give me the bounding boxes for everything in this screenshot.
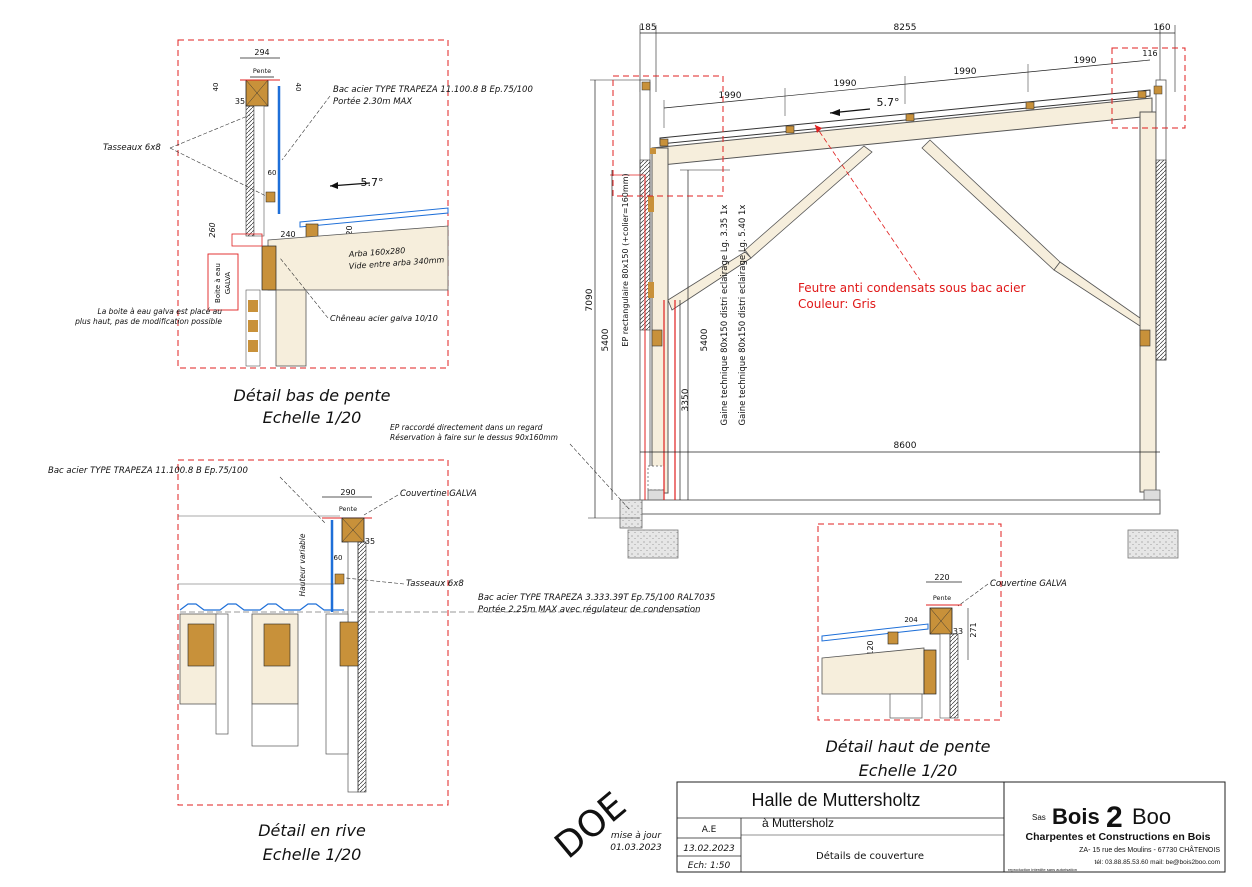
drawing-subject: Détails de couverture [816,850,924,862]
dim-116: 116 [1142,49,1157,58]
rive-bac2-2: Portée 2.25m MAX avec régulateur de cond… [478,604,700,615]
author: A.E [702,825,717,835]
label-ep: EP rectangulaire 80x150 (+colier=160mm) [621,173,630,346]
company-address: ZA- 15 rue des Moulins - 67730 CHÂTENOIS [1079,845,1220,854]
bas-dim-260: 260 [208,222,217,237]
main-section: 185 8255 160 116 1990 1990 1990 1990 5.7… [390,23,1186,559]
rive-bac-top: Bac acier TYPE TRAPEZA 11.100.8 B Ep.75/… [48,466,248,476]
dim-160: 160 [1153,23,1170,33]
dim-1990-2: 1990 [834,79,857,89]
dim-8255: 8255 [894,23,917,33]
note-feutre-1: Feutre anti condensats sous bac acier [798,281,1025,295]
bas-slope: 5.7° [361,176,384,189]
label-gaine-1: Gaine technique 80x150 distri eclairage … [720,205,730,426]
doe-stamp: DOE [547,785,634,867]
company-contact: tél: 03.88.85.53.60 mail: be@bois2boo.co… [1095,859,1220,866]
rive-dim-290: 290 [340,488,355,497]
rive-dim-60: 60 [334,554,343,562]
haut-dim-33: 33 [953,627,963,636]
bas-arba-1: Arba 160x280 [348,246,406,259]
dim-1990-3: 1990 [954,67,977,77]
bas-dim-35: 35 [235,97,245,106]
drawing-scale: Ech: 1:50 [688,861,731,871]
bas-bac-2: Portée 2.30m MAX [333,96,412,107]
company-boo: Boo [1132,804,1171,829]
haut-pente: Pente [933,594,951,602]
bas-dim-120: 120 [345,225,354,240]
dim-3350: 3350 [681,388,691,411]
rive-hauteur: Hauteur variable [298,533,307,596]
mise-a-jour-label: mise à jour [611,831,662,841]
title-block: DOE mise à jour 01.03.2023 Halle de Mutt… [547,781,1226,873]
note-ep-1: EP raccordé directement dans un regard [390,423,543,432]
company-prefix: Sas [1032,813,1046,822]
note-ep-2: Réservation à faire sur le dessus 90x160… [390,433,558,442]
haut-dim-120: 120 [866,640,875,655]
rive-tasseaux: Tasseaux 6x8 [406,579,464,589]
bas-dim-294: 294 [254,48,269,57]
bas-scale: Echelle 1/20 [263,408,362,427]
bas-dim-40a: 40 [212,83,220,92]
company-tagline: Charpentes et Constructions en Bois [1026,831,1211,843]
company-bois: Bois [1052,804,1100,829]
rive-title: Détail en rive [258,821,366,840]
dim-5400-left: 5400 [601,328,611,351]
haut-couvertine: Couvertine GALVA [990,579,1067,589]
bas-dim-40b: 40 [294,83,302,92]
project-title: Halle de Muttersholtz [751,790,920,810]
bas-boite-1: Boite à eau [214,263,222,303]
bas-pente: Pente [253,67,271,75]
haut-scale: Echelle 1/20 [859,761,958,780]
drawing-date: 13.02.2023 [683,844,735,854]
company-2: 2 [1106,801,1123,834]
dim-1990-1: 1990 [719,91,742,101]
rive-couvertine: Couvertine GALVA [400,489,477,499]
rive-dim-35: 35 [365,537,375,546]
rive-bac2-1: Bac acier TYPE TRAPEZA 3.333.39T Ep.75/1… [478,593,715,603]
project-location: à Muttersholz [762,816,834,830]
bas-tasseaux: Tasseaux 6x8 [103,143,161,153]
dim-8600: 8600 [894,441,917,451]
bas-note-1: La boite à eau galva est placé au [98,307,223,316]
haut-dim-204: 204 [904,616,918,624]
haut-dim-271: 271 [969,622,978,637]
mise-a-jour-date: 01.03.2023 [610,843,662,853]
bas-note-2: plus haut, pas de modification possible [74,317,222,326]
note-feutre-2: Couleur: Gris [798,297,876,311]
rive-scale: Echelle 1/20 [263,845,362,864]
bas-dim-240: 240 [280,230,295,239]
bas-boite-2: GALVA [224,272,232,295]
slope-label: 5.7° [877,96,900,109]
company-notice: reproduction interdite sans autorisation [1008,867,1077,872]
detail-en-rive: Bac acier TYPE TRAPEZA 11.100.8 B Ep.75/… [48,459,715,864]
rive-pente: Pente [339,505,357,513]
haut-title: Détail haut de pente [825,737,990,756]
bas-title: Détail bas de pente [234,386,391,405]
dim-185: 185 [639,23,656,33]
bas-dim-60: 60 [268,169,277,177]
bas-cheneau: Chêneau acier galva 10/10 [330,313,438,323]
dim-5400-right: 5400 [700,328,710,351]
bas-bac-1: Bac acier TYPE TRAPEZA 11.100.8 B Ep.75/… [333,85,533,95]
haut-dim-220: 220 [934,573,949,582]
detail-bas-de-pente: 294 Pente 40 40 35 60 Bac acier TYPE TRA… [74,39,533,427]
label-gaine-2: Gaine technique 80x150 distri eclairage … [738,205,748,426]
dim-7090: 7090 [585,288,595,311]
dim-1990-4: 1990 [1074,56,1097,66]
detail-haut-de-pente: 220 Couvertine GALVA Pente 204 33 271 12… [817,523,1067,780]
